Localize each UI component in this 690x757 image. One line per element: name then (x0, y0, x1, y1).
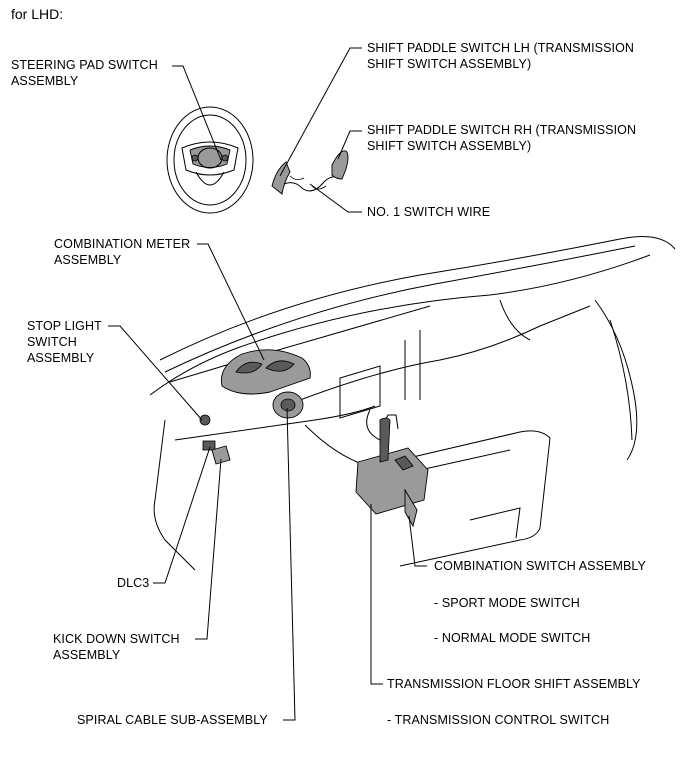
label-transmission-floor-shift: TRANSMISSION FLOOR SHIFT ASSEMBLY (387, 677, 641, 691)
label-combination-switch: COMBINATION SWITCH ASSEMBLY (434, 559, 646, 573)
label-normal-mode-switch: - NORMAL MODE SWITCH (434, 631, 591, 645)
label-stop-light-switch: STOP LIGHT SWITCH ASSEMBLY (27, 319, 102, 365)
label-spiral-cable: SPIRAL CABLE SUB-ASSEMBLY (77, 713, 268, 727)
label-shift-paddle-rh: SHIFT PADDLE SWITCH RH (TRANSMISSION SHI… (367, 123, 637, 153)
combination-meter-illustration (220, 349, 311, 419)
label-steering-pad-switch: STEERING PAD SWITCH ASSEMBLY (11, 58, 158, 88)
paddle-switch-illustration (271, 150, 349, 195)
label-switch-wire: NO. 1 SWITCH WIRE (367, 205, 491, 219)
page-title: for LHD: (11, 6, 64, 22)
small-switches-illustration (199, 414, 231, 465)
leader-lines (108, 47, 427, 721)
floor-shift-illustration (355, 417, 429, 528)
label-shift-paddle-lh: SHIFT PADDLE SWITCH LH (TRANSMISSION SHI… (367, 41, 635, 71)
label-transmission-control-switch: - TRANSMISSION CONTROL SWITCH (387, 713, 610, 727)
label-combination-meter: COMBINATION METER ASSEMBLY (54, 237, 191, 267)
label-sport-mode-switch: - SPORT MODE SWITCH (434, 596, 580, 610)
steering-wheel-illustration (166, 106, 254, 214)
label-dlc3: DLC3 (117, 576, 150, 590)
label-kick-down-switch: KICK DOWN SWITCH ASSEMBLY (53, 632, 180, 662)
